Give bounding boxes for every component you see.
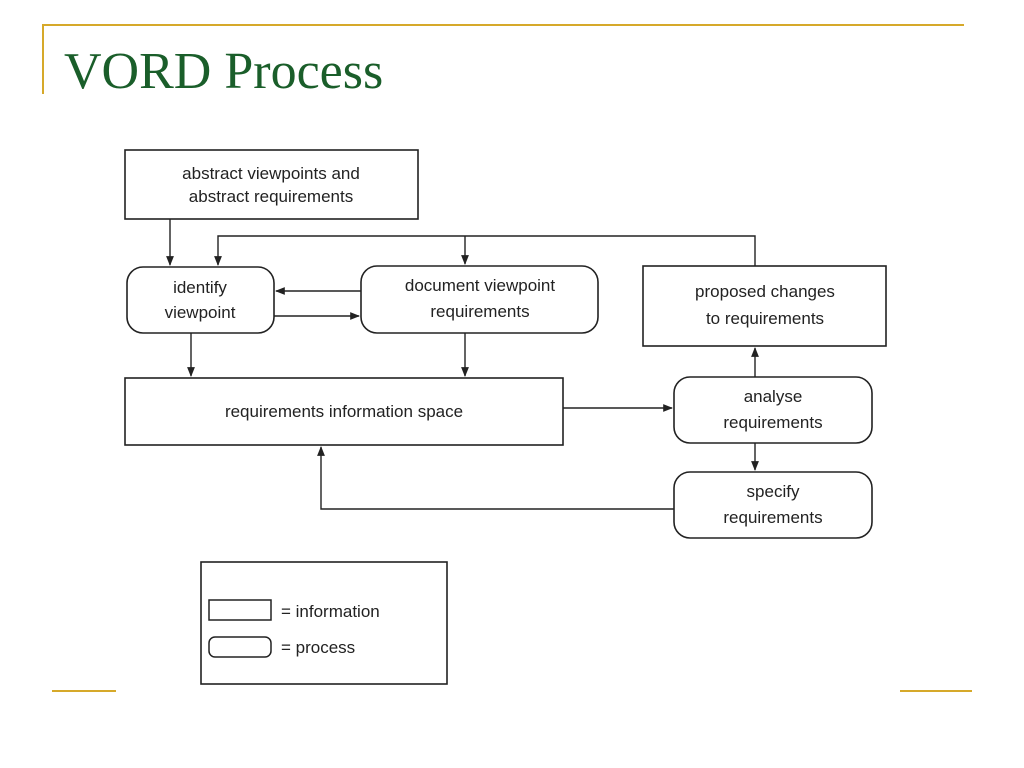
top-accent-rule (42, 24, 964, 26)
legend-information-label: = information (281, 602, 380, 621)
node-document-line-2: requirements (430, 302, 529, 321)
slide-title: VORD Process (64, 43, 384, 100)
bottom-left-accent-rule (52, 690, 116, 692)
node-identify-line-1: identify (173, 278, 227, 297)
connectors (166, 219, 759, 510)
node-analyse-line-2: requirements (723, 413, 822, 432)
node-abstract-line-2: abstract requirements (189, 187, 353, 206)
node-proposed: proposed changes to requirements (642, 265, 887, 347)
node-identify: identify viewpoint (126, 266, 275, 334)
node-proposed-line-1: proposed changes (695, 282, 835, 301)
node-specify-line-1: specify (747, 482, 800, 501)
arrow-specify-to-space (317, 446, 674, 510)
arrow-proposed-to-identify (214, 235, 756, 266)
node-document-line-1: document viewpoint (405, 276, 556, 295)
node-specify: specify requirements (673, 471, 873, 539)
legend-information-symbol (208, 599, 272, 621)
node-abstract-line-1: abstract viewpoints and (182, 164, 360, 183)
legend-process-symbol (208, 636, 272, 658)
legend: = information = process (200, 561, 448, 685)
node-analyse: analyse requirements (673, 376, 873, 444)
legend-frame (200, 561, 448, 685)
bottom-right-accent-rule (900, 690, 972, 692)
node-proposed-line-2: to requirements (706, 309, 824, 328)
node-space-line-1: requirements information space (225, 402, 463, 421)
legend-process-label: = process (281, 638, 355, 657)
node-abstract: abstract viewpoints and abstract require… (124, 149, 419, 220)
node-analyse-line-1: analyse (744, 387, 803, 406)
node-specify-line-2: requirements (723, 508, 822, 527)
node-space: requirements information space (124, 377, 564, 446)
left-accent-rule (42, 24, 44, 94)
node-identify-line-2: viewpoint (165, 303, 236, 322)
node-document: document viewpoint requirements (360, 265, 599, 334)
